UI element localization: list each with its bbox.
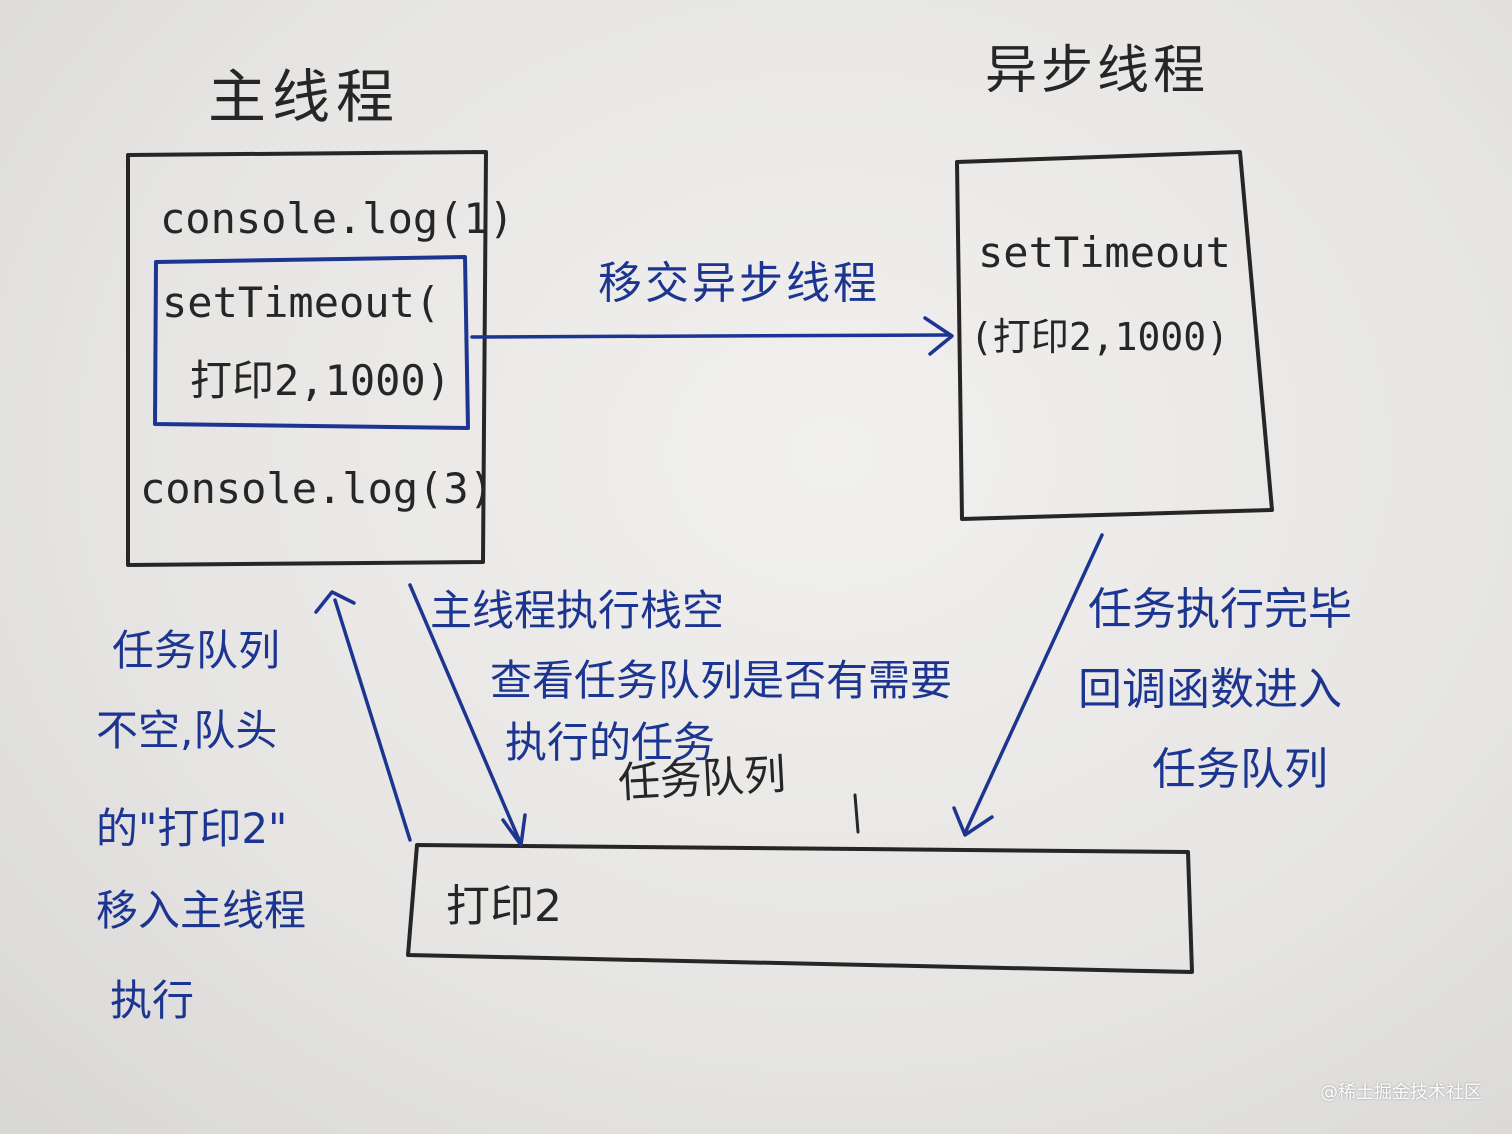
queue-front-note-line4: 移入主线程 — [96, 886, 307, 935]
task-queue-item: 打印2 — [446, 881, 562, 932]
stack-empty-note-line1: 主线程执行栈空 — [430, 586, 725, 635]
stack-empty-note-line2: 查看任务队列是否有需要 — [490, 656, 953, 705]
queue-front-note-line1: 任务队列 — [112, 626, 281, 675]
main-thread-line-console-log-3: console.log(3) — [140, 464, 495, 513]
task-done-note-line3: 任务队列 — [1152, 744, 1328, 795]
dequeue-arrow — [333, 598, 412, 842]
handoff-arrow-head — [923, 316, 954, 356]
task-done-note-line1: 任务执行完毕 — [1088, 584, 1352, 635]
main-thread-title: 主线程 — [208, 63, 401, 131]
callback-arrow-head — [952, 806, 994, 837]
task-done-note-line2: 回调函数进入 — [1078, 664, 1342, 715]
check-queue-arrow — [408, 583, 522, 844]
async-thread-line-settimeout: setTimeout — [978, 228, 1231, 277]
queue-front-note-line2: 不空,队头 — [96, 706, 278, 755]
queue-front-note-line3: 的"打印2" — [96, 804, 288, 853]
handoff-label: 移交异步线程 — [598, 258, 880, 309]
watermark: @稀土掘金技术社区 — [1320, 1082, 1482, 1103]
main-thread-line-settimeout-args: 打印2,1000) — [190, 356, 452, 405]
queue-label-tick — [853, 793, 860, 834]
main-thread-line-settimeout: setTimeout( — [162, 278, 441, 327]
main-thread-box — [126, 150, 488, 567]
settimeout-highlight-box — [153, 255, 470, 430]
async-thread-line-args: (打印2,1000) — [970, 315, 1230, 359]
task-queue-box — [406, 843, 1194, 974]
task-queue-label: 任务队列 — [616, 749, 788, 808]
check-queue-arrow-head — [501, 813, 527, 847]
async-thread-box — [955, 150, 1274, 521]
handoff-arrow — [470, 333, 950, 339]
main-thread-line-console-log-1: console.log(1) — [160, 194, 515, 243]
dequeue-arrow-head — [314, 590, 356, 614]
queue-front-note-line5: 执行 — [110, 976, 195, 1025]
stack-empty-note-line3: 执行的任务 — [505, 718, 716, 767]
async-thread-title: 异步线程 — [985, 41, 1210, 101]
callback-arrow — [963, 533, 1104, 835]
